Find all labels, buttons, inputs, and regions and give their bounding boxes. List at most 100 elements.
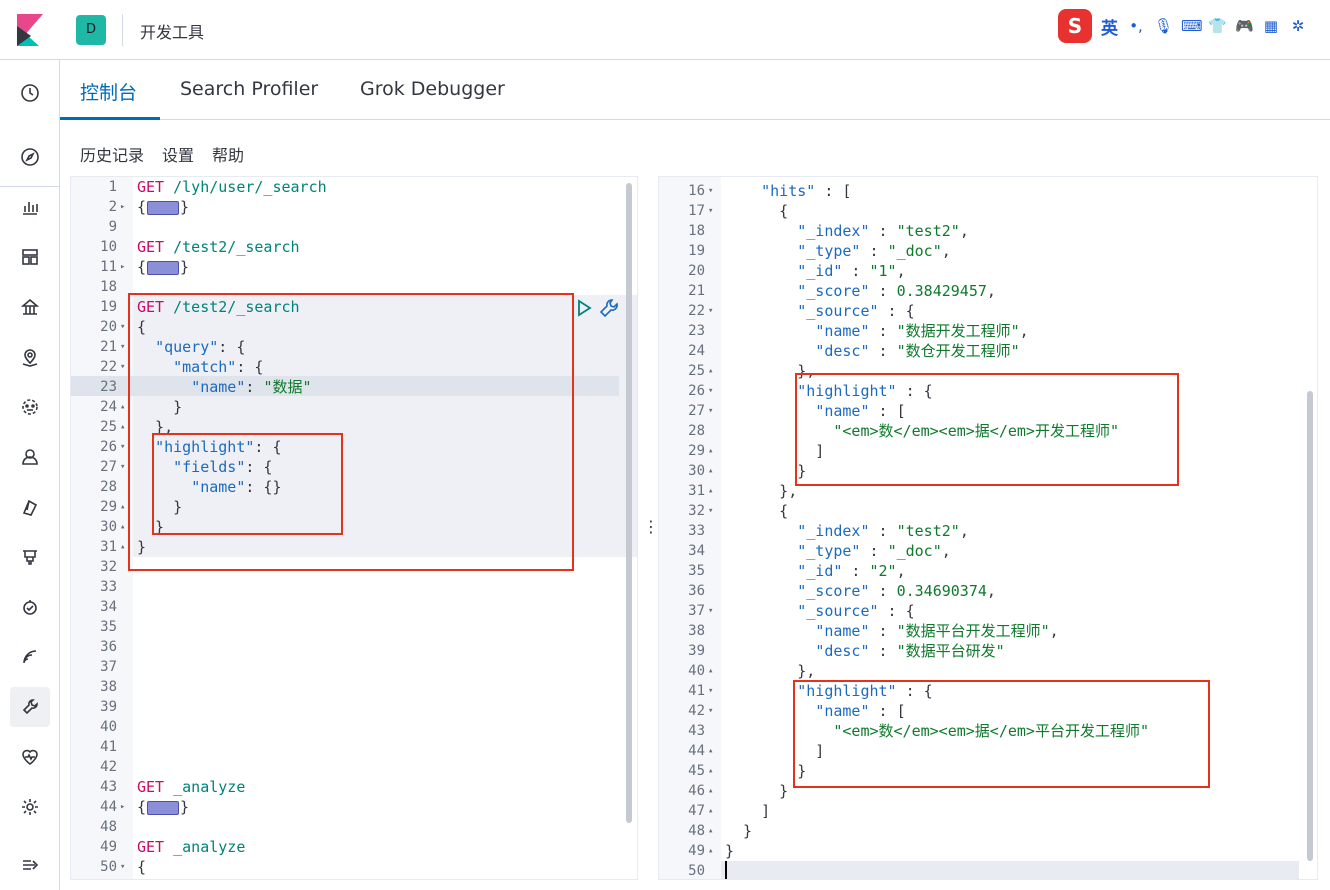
code-token: GET	[137, 238, 174, 256]
fold-toggle-icon[interactable]: ▾	[120, 342, 126, 352]
ime-settings-icon[interactable]: ✲	[1291, 17, 1305, 35]
run-request-play-icon[interactable]	[575, 299, 593, 317]
collapse-nav-icon[interactable]	[17, 852, 43, 878]
fold-toggle-icon[interactable]: ▾	[708, 706, 714, 716]
response-viewer-scrollbar[interactable]	[1307, 391, 1313, 861]
fold-toggle-icon[interactable]: ▴	[708, 466, 714, 476]
fold-toggle-icon[interactable]: ▾	[120, 322, 126, 332]
fold-toggle-icon[interactable]: ▴	[120, 422, 126, 432]
code-text: "hits" : [	[725, 181, 851, 201]
stack-monitoring-heartbeat-icon[interactable]	[17, 744, 43, 770]
gamepad-icon[interactable]: 🎮	[1235, 17, 1254, 35]
skin-icon[interactable]: 👕	[1208, 17, 1227, 35]
fold-toggle-icon[interactable]: ▸	[120, 202, 126, 212]
code-text: "_type" : "_doc",	[725, 241, 951, 261]
fold-toggle-icon[interactable]: ▸	[120, 262, 126, 272]
fold-toggle-icon[interactable]: ▴	[708, 826, 714, 836]
fold-toggle-icon[interactable]: ▴	[120, 502, 126, 512]
tab-console[interactable]: 控制台	[80, 82, 138, 104]
fold-toggle-icon[interactable]: ▴	[708, 806, 714, 816]
code-token: "_type"	[797, 542, 861, 560]
line-number: 29	[688, 443, 705, 459]
code-text: {	[725, 201, 788, 221]
code-token: ,	[986, 282, 996, 300]
line-number: 28	[100, 479, 117, 495]
dashboard-icon[interactable]	[17, 244, 43, 270]
canvas-icon[interactable]	[17, 294, 43, 320]
fold-toggle-icon[interactable]: ▴	[708, 446, 714, 456]
apps-icon[interactable]: ▦	[1263, 17, 1279, 35]
kibana-logo-icon[interactable]	[17, 14, 43, 46]
fold-toggle-icon[interactable]: ▸	[120, 802, 126, 812]
fold-toggle-icon[interactable]: ▾	[708, 386, 714, 396]
fold-toggle-icon[interactable]: ▴	[120, 542, 126, 552]
fold-toggle-icon[interactable]: ▾	[708, 306, 714, 316]
code-text: GET /test2/_search	[137, 237, 300, 257]
discover-compass-icon[interactable]	[17, 144, 43, 170]
settings-link[interactable]: 设置	[162, 146, 195, 165]
fold-toggle-icon[interactable]: ▾	[120, 862, 126, 872]
line-number: 37	[100, 659, 117, 675]
recently-viewed-clock-icon[interactable]	[17, 80, 43, 106]
history-link[interactable]: 历史记录	[80, 146, 145, 165]
line-number: 36	[100, 639, 117, 655]
breadcrumb-app-title: 开发工具	[140, 23, 205, 42]
management-gear-icon[interactable]	[17, 794, 43, 820]
fold-toggle-icon[interactable]: ▴	[708, 766, 714, 776]
siem-icon[interactable]	[17, 644, 43, 670]
collapsed-block-icon[interactable]	[147, 200, 180, 215]
collapsed-block-icon[interactable]	[147, 260, 180, 275]
panel-resize-handle[interactable]: ⋮	[643, 517, 659, 536]
collapsed-block-icon[interactable]	[147, 800, 180, 815]
code-token: ,	[959, 222, 969, 240]
code-token: "desc"	[815, 642, 870, 660]
machine-learning-icon[interactable]	[17, 394, 43, 420]
fold-toggle-icon[interactable]: ▴	[708, 486, 714, 496]
code-token: : {	[254, 438, 282, 456]
keyboard-icon[interactable]: ⌨	[1181, 17, 1203, 35]
ime-language-toggle[interactable]: 英	[1101, 18, 1118, 39]
ime-punctuation-toggle[interactable]: •,	[1129, 17, 1143, 35]
fold-toggle-icon[interactable]: ▴	[708, 786, 714, 796]
maps-icon[interactable]	[17, 344, 43, 370]
visualize-chart-icon[interactable]	[17, 194, 43, 220]
request-editor-scrollbar[interactable]	[626, 183, 632, 823]
line-number: 43	[688, 723, 705, 739]
fold-toggle-icon[interactable]: ▴	[708, 366, 714, 376]
space-avatar[interactable]: D	[76, 15, 106, 45]
fold-toggle-icon[interactable]: ▴	[120, 522, 126, 532]
fold-toggle-icon[interactable]: ▾	[120, 442, 126, 452]
tab-search-profiler[interactable]: Search Profiler	[180, 78, 319, 100]
fold-toggle-icon[interactable]: ▾	[120, 462, 126, 472]
apm-icon[interactable]	[17, 544, 43, 570]
code-token: "<em>数</em><em>据</em>开发工程师"	[833, 422, 1119, 440]
fold-toggle-icon[interactable]: ▴	[708, 666, 714, 676]
fold-toggle-icon[interactable]: ▾	[708, 206, 714, 216]
fold-toggle-icon[interactable]: ▾	[708, 686, 714, 696]
line-number: 45	[688, 763, 705, 779]
fold-toggle-icon[interactable]: ▾	[120, 362, 126, 372]
sogou-logo-icon[interactable]: S	[1058, 9, 1092, 43]
fold-toggle-icon[interactable]: ▾	[708, 506, 714, 516]
line-number: 46	[688, 783, 705, 799]
fold-toggle-icon[interactable]: ▾	[708, 186, 714, 196]
infrastructure-icon[interactable]	[17, 444, 43, 470]
help-link[interactable]: 帮助	[212, 146, 245, 165]
line-number: 28	[688, 423, 705, 439]
fold-toggle-icon[interactable]: ▾	[708, 606, 714, 616]
line-number: 38	[100, 679, 117, 695]
line-number: 48	[100, 819, 117, 835]
fold-toggle-icon[interactable]: ▴	[708, 746, 714, 756]
fold-toggle-icon[interactable]: ▾	[708, 406, 714, 416]
request-actions-wrench-icon[interactable]	[598, 297, 620, 319]
code-text: "highlight" : {	[725, 381, 932, 401]
uptime-icon[interactable]	[17, 594, 43, 620]
fold-toggle-icon[interactable]: ▴	[120, 402, 126, 412]
fold-toggle-icon[interactable]: ▴	[708, 846, 714, 856]
logs-icon[interactable]	[17, 494, 43, 520]
dev-tools-wrench-icon[interactable]	[10, 687, 50, 727]
tab-grok-debugger[interactable]: Grok Debugger	[360, 78, 505, 100]
microphone-icon[interactable]: 🎙	[1154, 17, 1174, 35]
code-token: "_source"	[797, 602, 879, 620]
code-text: GET _analyze	[137, 837, 245, 857]
